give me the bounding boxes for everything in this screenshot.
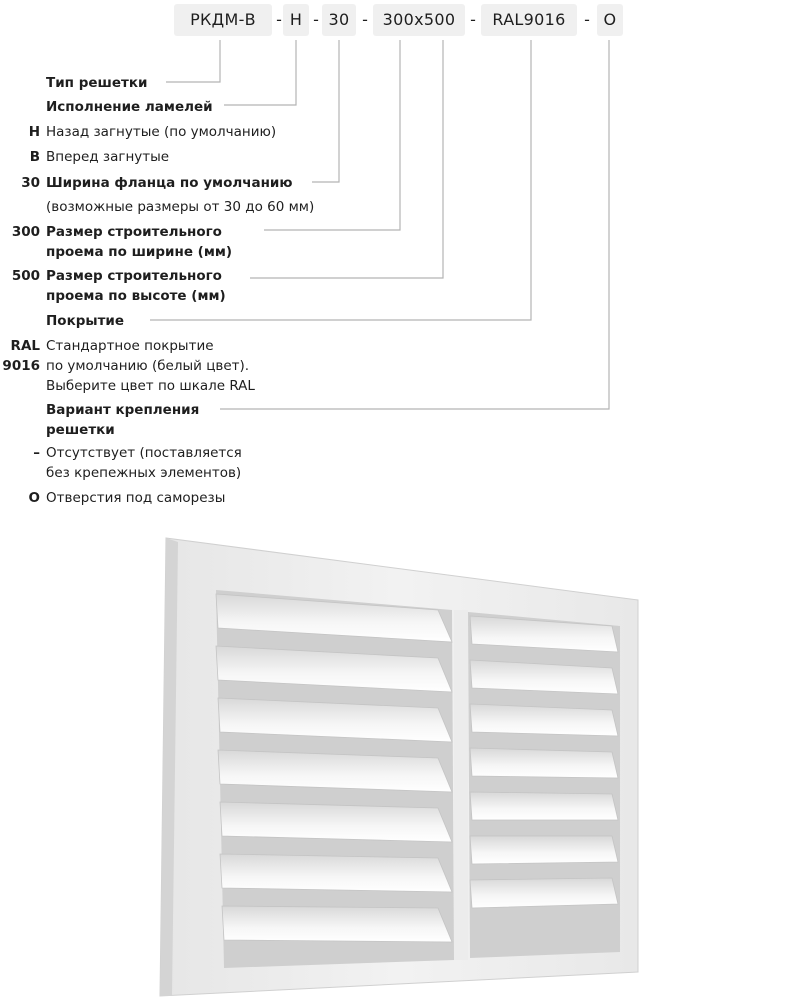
grille-left-slats [215, 593, 453, 943]
legend-type-text: Тип решетки [46, 75, 148, 91]
legend-key: О [28, 490, 40, 506]
code-part-size: 300x500 [373, 4, 465, 36]
code-part-mount: О [597, 4, 623, 36]
code-part-lamella: Н [283, 4, 309, 36]
leader-mount [220, 40, 610, 410]
code-part-flange: 30 [322, 4, 356, 36]
legend-mount-holes-text: Отверстия под саморезы [46, 490, 226, 506]
legend-key: В [29, 149, 40, 165]
legend-lamella-text: Исполнение ламелей [46, 99, 213, 115]
legend-key: 30 [21, 175, 40, 191]
legend-mount-line1: Вариант крепления [46, 402, 200, 418]
legend-lamella-v-text: Вперед загнутые [46, 149, 170, 165]
legend-mount-none-line1: Отсутствует (поставляется [46, 445, 242, 461]
legend-key: 500 [11, 268, 40, 284]
legend-coating-text: Покрытие [46, 313, 125, 329]
legend-width-line2: проема по ширине (мм) [46, 244, 233, 260]
legend-key: 300 [11, 224, 40, 240]
leader-coating [150, 40, 532, 321]
grille-right-opening [468, 612, 620, 958]
legend-mount-none-line2: без крепежных элементов) [46, 465, 242, 481]
legend-coating-ral-line3: Выберите цвет по шкале RAL [46, 378, 255, 394]
legend-key-ral: RAL 9016 [2, 338, 40, 374]
code-part-type: РКДМ-В [174, 4, 272, 36]
legend-width-line1: Размер строительного [46, 224, 222, 240]
code-separator: - [313, 10, 319, 29]
leader-lamella [224, 40, 297, 106]
legend-lamella-n-text: Назад загнутые (по умолчанию) [46, 124, 277, 140]
legend-mount-line2: решетки [46, 422, 115, 438]
code-separator: - [470, 10, 476, 29]
code-separator: - [276, 10, 282, 29]
code-separator: - [362, 10, 368, 29]
legend-height-line2: проема по высоте (мм) [46, 288, 226, 304]
grille-frame-edge [160, 538, 178, 996]
grille-divider [454, 610, 468, 960]
legend-height-line1: Размер строительного [46, 268, 222, 284]
leader-height [250, 40, 444, 279]
legend-key: Н [28, 124, 40, 140]
grille-image [159, 537, 639, 997]
legend-coating-ral-line2: по умолчанию (белый цвет). [46, 358, 250, 374]
legend-flange-note-text: (возможные размеры от 30 до 60 мм) [46, 199, 315, 215]
code-separator: - [584, 10, 590, 29]
grille-right-slats [469, 615, 619, 909]
leader-lines [150, 40, 610, 410]
legend-key: – [33, 445, 40, 461]
code-part-coating: RAL9016 [481, 4, 577, 36]
legend-flange-text: Ширина фланца по умолчанию [46, 175, 293, 191]
leader-width [264, 40, 401, 231]
leader-flange [312, 40, 340, 183]
legend-coating-ral-line1: Стандартное покрытие [46, 338, 214, 354]
leader-type [166, 40, 221, 83]
